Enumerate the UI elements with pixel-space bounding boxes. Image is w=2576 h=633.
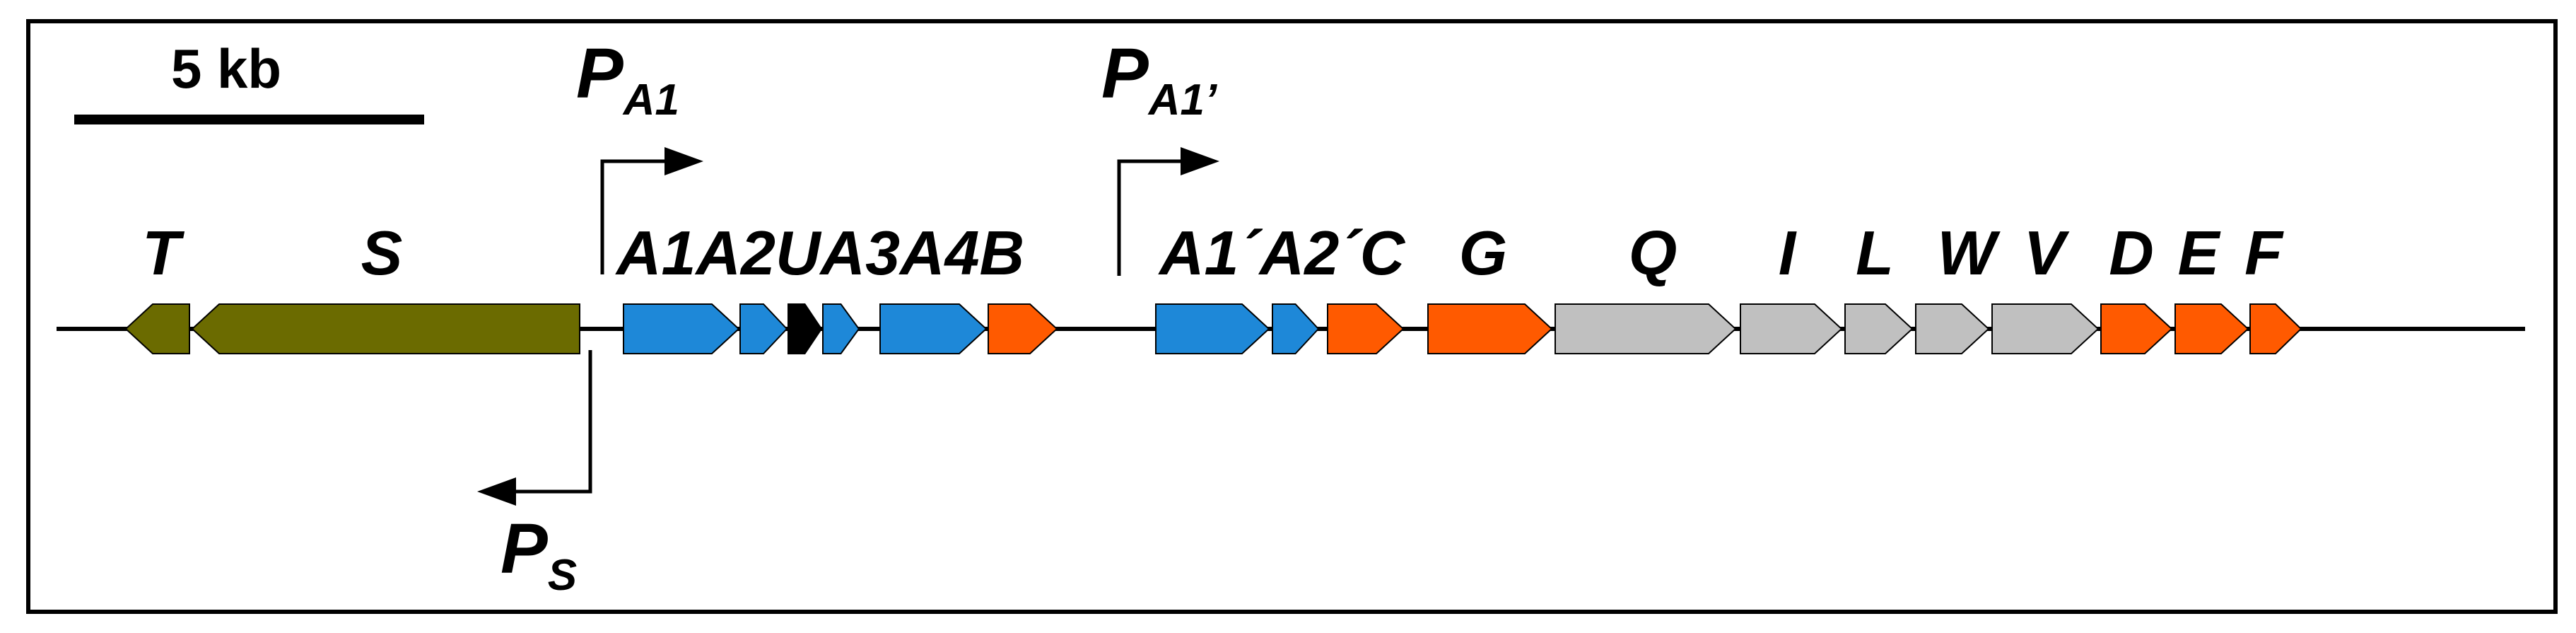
gene-label-q: Q — [1629, 218, 1677, 288]
gene-label-v: V — [2024, 218, 2070, 288]
scale-bar-line — [74, 115, 424, 124]
promoter-pa1: PA1 — [576, 34, 703, 274]
scale-bar: 5 kb — [74, 37, 424, 124]
promoter-pa1-arrow — [600, 159, 665, 274]
promoter-ps-arrow — [516, 350, 592, 494]
gene-label-s: S — [361, 218, 403, 288]
gene-a3-arrow — [822, 303, 860, 354]
gene-label-e: E — [2178, 218, 2221, 288]
promoter-pa1-prime-arrow — [1117, 159, 1181, 276]
gene-c-arrow — [1327, 303, 1405, 354]
gene-a2-arrow — [739, 303, 788, 354]
gene-w-arrow — [1915, 303, 1990, 354]
gene-a1-prime-arrow — [1155, 303, 1270, 354]
gene-labels: T S A1A2UA3A4B A1´A2´C G Q I L W V D E F — [142, 218, 2284, 288]
gene-q-arrow — [1555, 303, 1737, 354]
gene-t-arrow — [124, 303, 190, 354]
promoter-pa1-prime-arrowhead — [1181, 147, 1219, 175]
gene-f-arrow — [2249, 303, 2302, 354]
gene-label-operon-a: A1A2UA3A4B — [615, 218, 1024, 288]
gene-label-w: W — [1937, 218, 2001, 288]
gene-e-arrow — [2174, 303, 2249, 354]
gene-s-arrow — [191, 303, 580, 354]
promoter-ps-label: PS — [500, 509, 577, 600]
gene-label-i: I — [1779, 218, 1797, 288]
gene-g-arrow — [1427, 303, 1553, 354]
gene-u-arrow — [788, 303, 823, 354]
gene-arrows — [124, 303, 2302, 354]
gene-v-arrow — [1991, 303, 2100, 354]
promoter-pa1-prime: PA1’ — [1101, 34, 1219, 276]
gene-l-arrow — [1844, 303, 1914, 354]
promoter-pa1-label: PA1 — [576, 34, 679, 124]
gene-label-l: L — [1856, 218, 1894, 288]
gene-i-arrow — [1740, 303, 1843, 354]
gene-a2-prime-arrow — [1272, 303, 1320, 354]
gene-label-t: T — [142, 218, 185, 288]
gene-b-arrow — [988, 303, 1058, 354]
gene-label-g: G — [1459, 218, 1507, 288]
gene-a1-arrow — [623, 303, 740, 354]
promoter-ps: PS — [477, 350, 592, 600]
gene-d-arrow — [2100, 303, 2173, 354]
gene-label-operon-b: A1´A2´C — [1158, 218, 1406, 288]
gene-label-d: D — [2109, 218, 2154, 288]
scale-bar-label: 5 kb — [171, 37, 281, 100]
promoter-ps-arrowhead — [477, 477, 516, 506]
gene-a4-arrow — [879, 303, 988, 354]
promoter-pa1-arrowhead — [665, 147, 703, 175]
gene-label-f: F — [2244, 218, 2284, 288]
promoter-pa1-prime-label: PA1’ — [1101, 34, 1217, 124]
